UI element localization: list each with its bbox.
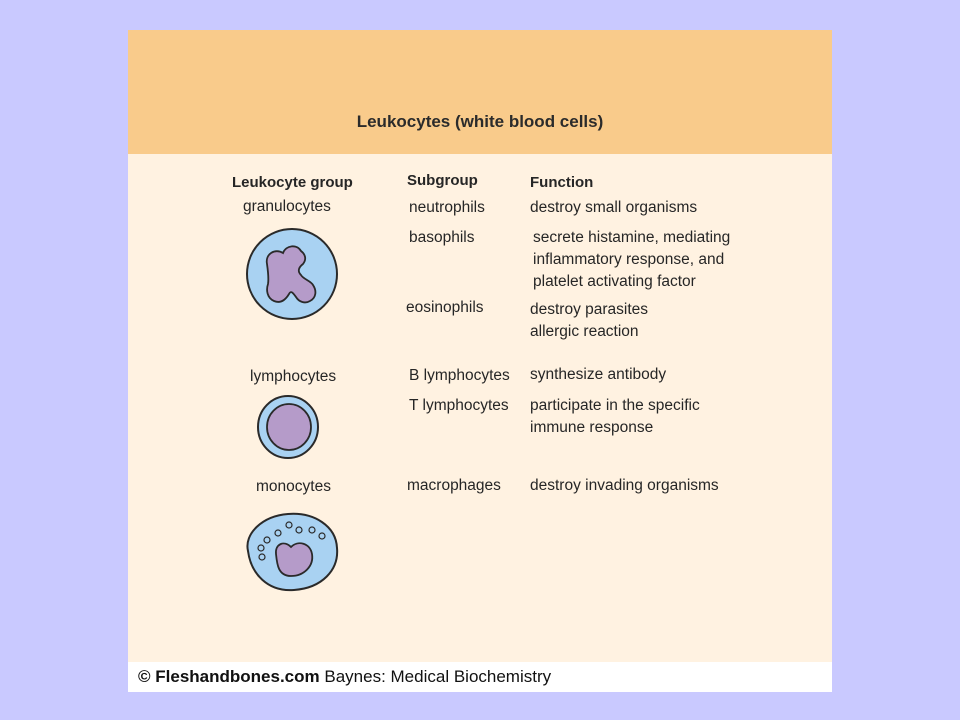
function-line: inflammatory response, and — [533, 251, 725, 268]
footer: © Fleshandbones.com Baynes: Medical Bioc… — [128, 662, 832, 692]
function-line: platelet activating factor — [533, 273, 696, 290]
subgroup-b-lymphocytes: B lymphocytes — [409, 367, 510, 384]
column-header-subgroup: Subgroup — [407, 172, 478, 189]
function-line: synthesize antibody — [530, 366, 667, 383]
function-basophils: secrete histamine, mediating inflammator… — [533, 227, 730, 293]
function-t-lymphocytes: participate in the specific immune respo… — [530, 395, 700, 439]
copyright-symbol: © — [138, 667, 151, 686]
granulocyte-cell-illustration — [246, 228, 338, 320]
monocyte-granules — [257, 521, 326, 561]
subgroup-t-lymphocytes: T lymphocytes — [409, 397, 509, 414]
function-line: allergic reaction — [530, 323, 639, 340]
function-line: destroy small organisms — [530, 199, 698, 216]
slide: Leukocytes (white blood cells) Leukocyte… — [128, 30, 832, 692]
site-name: Fleshandbones.com — [155, 667, 320, 686]
subgroup-basophils: basophils — [409, 229, 475, 246]
diagram-title: Leukocytes (white blood cells) — [356, 112, 604, 131]
function-line: destroy invading organisms — [530, 477, 719, 494]
source-citation: Baynes: Medical Biochemistry — [324, 667, 552, 686]
subgroup-eosinophils: eosinophils — [406, 299, 484, 316]
leukocyte-table: Leukocyte group Subgroup Function granul… — [128, 154, 832, 662]
function-b-lymphocytes: synthesize antibody — [530, 364, 666, 386]
monocyte-cell-illustration — [246, 512, 339, 592]
granulocyte-nucleus — [265, 245, 317, 304]
column-header-group: Leukocyte group — [232, 174, 353, 191]
lymphocyte-cell-illustration — [257, 395, 319, 459]
monocyte-nucleus — [275, 542, 314, 577]
subgroup-macrophages: macrophages — [407, 477, 501, 494]
function-line: secrete histamine, mediating — [533, 229, 731, 246]
function-line: participate in the specific — [530, 397, 700, 414]
title-band: Leukocytes (white blood cells) — [128, 30, 832, 154]
function-neutrophils: destroy small organisms — [530, 197, 697, 219]
group-name-granulocytes: granulocytes — [243, 198, 331, 215]
function-line: immune response — [530, 419, 654, 436]
subgroup-neutrophils: neutrophils — [409, 199, 485, 216]
function-eosinophils: destroy parasites allergic reaction — [530, 299, 648, 343]
group-name-monocytes: monocytes — [256, 478, 331, 495]
function-line: destroy parasites — [530, 301, 649, 318]
column-header-function: Function — [530, 174, 594, 191]
group-name-lymphocytes: lymphocytes — [250, 368, 337, 385]
lymphocyte-nucleus — [266, 403, 312, 451]
function-macrophages: destroy invading organisms — [530, 475, 719, 497]
footer-credit: © Fleshandbones.com Baynes: Medical Bioc… — [138, 667, 551, 687]
